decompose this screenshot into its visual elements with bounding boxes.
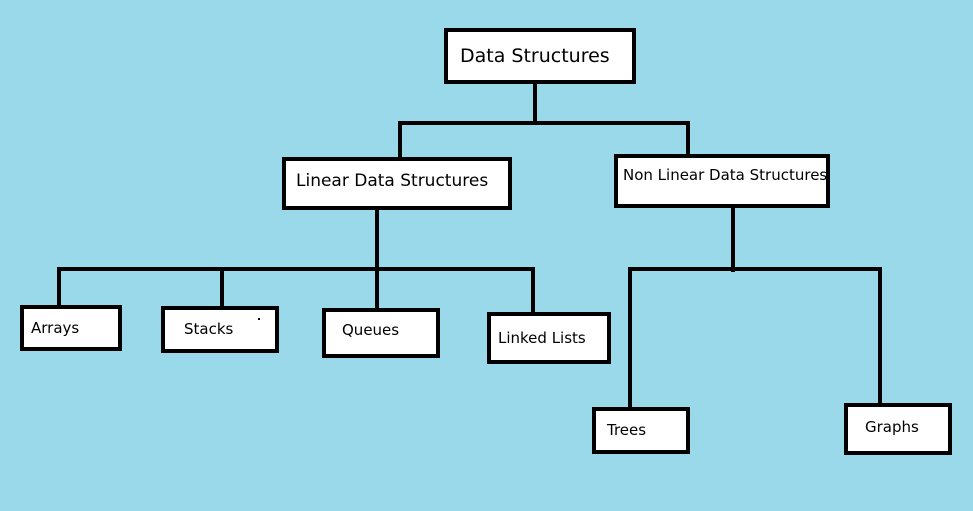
arrays-label: Arrays — [31, 318, 80, 337]
queues-node: Queues — [322, 308, 440, 358]
graphs-node: Graphs — [844, 403, 952, 455]
linked-lists-label: Linked Lists — [498, 328, 586, 347]
small-dot-mark — [258, 318, 260, 320]
queues-label: Queues — [342, 321, 400, 339]
non-linear-data-structures-label: Non Linear Data Structures — [623, 166, 828, 184]
linear-data-structures-node: Linear Data Structures — [282, 157, 512, 210]
arrays-node: Arrays — [20, 305, 122, 351]
non-linear-data-structures-node: Non Linear Data Structures — [614, 154, 830, 208]
stacks-node: Stacks — [161, 306, 279, 353]
graphs-label: Graphs — [865, 418, 919, 436]
trees-node: Trees — [592, 407, 690, 454]
linked-lists-node: Linked Lists — [487, 312, 611, 364]
trees-label: Trees — [607, 421, 647, 439]
linear-data-structures-label: Linear Data Structures — [296, 171, 489, 191]
stacks-label: Stacks — [184, 320, 234, 338]
data-structures-node: Data Structures — [444, 28, 636, 84]
data-structures-label: Data Structures — [460, 44, 610, 67]
